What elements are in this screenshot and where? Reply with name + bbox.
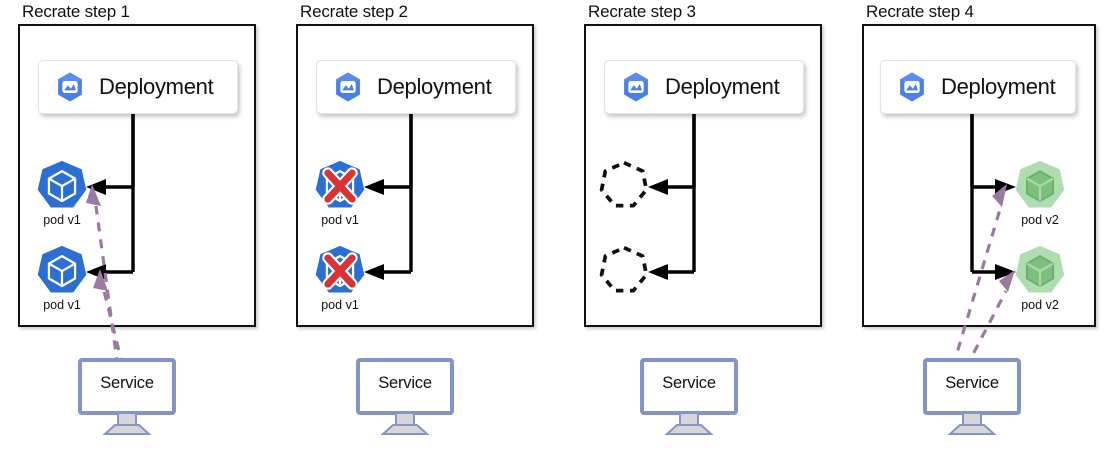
service-1[interactable]: Service bbox=[77, 358, 177, 436]
step-group-1: Recrate step 1 Deployment bbox=[0, 0, 278, 452]
pod-3-1 bbox=[596, 159, 652, 215]
deployment-card-1[interactable]: Deployment bbox=[38, 60, 238, 114]
deployment-label-3: Deployment bbox=[665, 74, 780, 99]
service-label-4: Service bbox=[945, 374, 999, 392]
panel-title-4: Recrate step 4 bbox=[866, 2, 974, 21]
cross-icon bbox=[322, 252, 358, 290]
service-label-2: Service bbox=[378, 374, 432, 392]
pod-3-2 bbox=[596, 244, 652, 300]
deployment-card-3[interactable]: Deployment bbox=[604, 60, 804, 114]
pod-1-1[interactable]: pod v1 bbox=[34, 159, 90, 227]
deployment-card-4[interactable]: Deployment bbox=[880, 60, 1076, 114]
panel-title-1: Recrate step 1 bbox=[22, 2, 130, 21]
service-3[interactable]: Service bbox=[639, 358, 739, 436]
panel-title-3: Recrate step 3 bbox=[588, 2, 696, 21]
deployment-label-4: Deployment bbox=[941, 74, 1056, 99]
step-group-3: Recrate step 3 Deployment bbox=[566, 0, 844, 452]
service-label-1: Service bbox=[100, 374, 154, 392]
pod-label-4-2: pod v2 bbox=[1021, 298, 1059, 312]
deployment-card-2[interactable]: Deployment bbox=[316, 60, 516, 114]
service-4[interactable]: Service bbox=[922, 358, 1022, 436]
pod-label-2-2: pod v1 bbox=[321, 298, 359, 312]
panel-title-2: Recrate step 2 bbox=[300, 2, 408, 21]
deployment-icon bbox=[619, 70, 653, 104]
pod-label-1-2: pod v1 bbox=[43, 298, 81, 312]
pod-label-1-1: pod v1 bbox=[43, 213, 81, 227]
deployment-label-1: Deployment bbox=[99, 74, 214, 99]
deployment-icon bbox=[331, 70, 365, 104]
pod-2-1[interactable]: pod v1 bbox=[312, 159, 368, 227]
step-group-2: Recrate step 2 Deployment bbox=[278, 0, 556, 452]
pod-4-1[interactable]: pod v2 bbox=[1012, 159, 1068, 227]
pod-1-2[interactable]: pod v1 bbox=[34, 244, 90, 312]
pod-2-2[interactable]: pod v1 bbox=[312, 244, 368, 312]
deployment-icon bbox=[53, 70, 87, 104]
cross-icon bbox=[322, 167, 358, 205]
service-2[interactable]: Service bbox=[355, 358, 455, 436]
pod-4-2[interactable]: pod v2 bbox=[1012, 244, 1068, 312]
service-label-3: Service bbox=[662, 374, 716, 392]
pod-label-2-1: pod v1 bbox=[321, 213, 359, 227]
deployment-icon bbox=[895, 70, 929, 104]
step-group-4: Recrate step 4 Deployment bbox=[844, 0, 1115, 452]
pod-label-4-1: pod v2 bbox=[1021, 213, 1059, 227]
deployment-label-2: Deployment bbox=[377, 74, 492, 99]
